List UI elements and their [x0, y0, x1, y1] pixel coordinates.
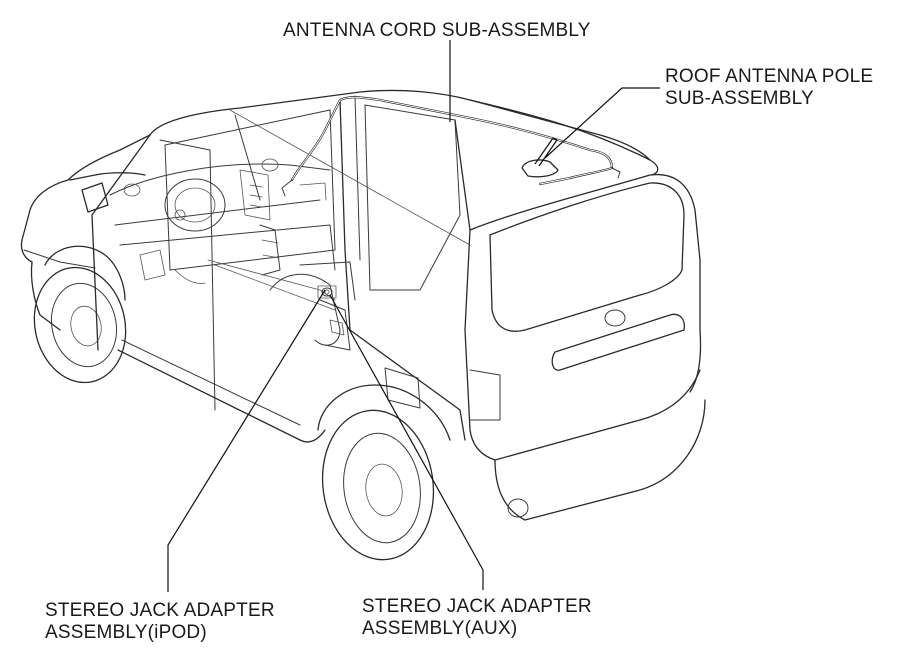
roof-antenna-pole	[521, 137, 559, 178]
car-body	[20, 89, 706, 561]
antenna-cord	[281, 96, 621, 197]
label-stereo-jack-ipod-line1: STEREO JACK ADAPTER	[45, 600, 275, 621]
label-stereo-jack-aux: STEREO JACK ADAPTER ASSEMBLY(AUX)	[362, 596, 592, 640]
label-stereo-jack-ipod-line2: ASSEMBLY(iPOD)	[45, 622, 207, 643]
label-stereo-jack-aux-line2: ASSEMBLY(AUX)	[362, 618, 518, 639]
label-stereo-jack-ipod: STEREO JACK ADAPTER ASSEMBLY(iPOD)	[45, 600, 275, 644]
label-stereo-jack-aux-line1: STEREO JACK ADAPTER	[362, 596, 592, 617]
label-roof-antenna-pole-line2: SUB-ASSEMBLY	[665, 88, 814, 109]
interior	[109, 109, 471, 351]
label-roof-antenna-pole-line1: ROOF ANTENNA POLE	[665, 66, 874, 87]
label-antenna-cord-text: ANTENNA CORD SUB-ASSEMBLY	[283, 20, 591, 41]
label-roof-antenna-pole: ROOF ANTENNA POLE SUB-ASSEMBLY	[665, 66, 873, 110]
stereo-jack-components	[317, 285, 337, 299]
label-antenna-cord: ANTENNA CORD SUB-ASSEMBLY	[283, 20, 591, 42]
leader-lines	[167, 40, 660, 592]
